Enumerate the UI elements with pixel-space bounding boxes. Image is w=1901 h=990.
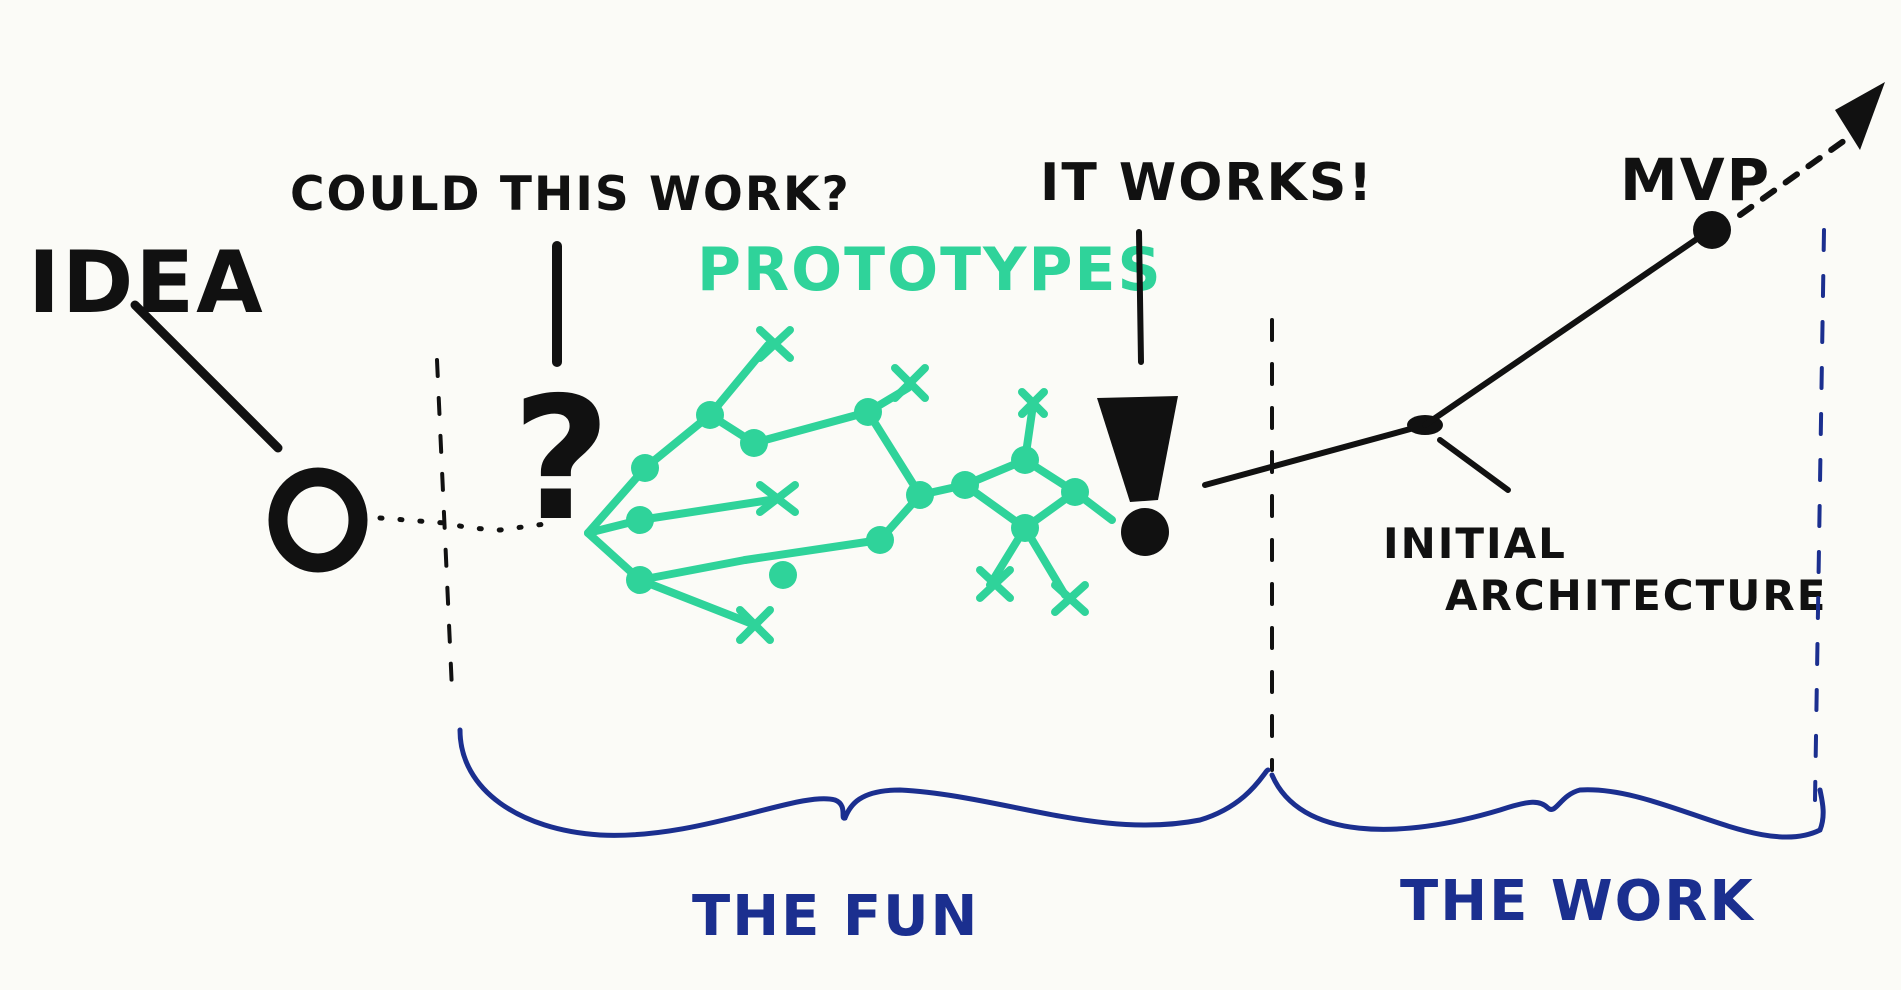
future-dotted-line — [1737, 125, 1865, 218]
dead-end-x-icon — [1018, 388, 1048, 418]
exclamation-mark-bar — [1097, 396, 1178, 502]
prototype-node — [626, 566, 654, 594]
brace-the-fun — [457, 727, 1271, 838]
mvp-label: MVP — [1620, 146, 1771, 214]
prototype-node — [951, 471, 979, 499]
line-to-architecture — [1202, 422, 1428, 488]
prototype-nodes — [626, 398, 1089, 594]
the-work-label: THE WORK — [1400, 869, 1755, 934]
dead-end-x-icon — [736, 606, 774, 644]
prototype-node — [769, 561, 797, 589]
prototype-node — [1011, 446, 1039, 474]
prototype-node — [626, 506, 654, 534]
architecture-pointer-line — [1437, 437, 1511, 493]
mvp-node — [1693, 211, 1731, 249]
brace-the-work — [1269, 772, 1826, 840]
prototype-node — [906, 481, 934, 509]
it-works-pointer-line — [1136, 229, 1144, 365]
could-this-work-label: COULD THIS WORK? — [290, 167, 851, 222]
prototype-node — [740, 429, 768, 457]
prototype-node — [854, 398, 882, 426]
dead-end-x-icon — [756, 326, 794, 362]
idea-pointer-line — [130, 300, 283, 453]
branch-upper-mid — [706, 384, 912, 447]
branch-upper — [584, 341, 772, 537]
prototype-dead-ends — [736, 326, 1089, 644]
branch-lower-end — [636, 576, 759, 629]
prototypes-network — [584, 341, 1116, 629]
separator-start-fun — [435, 358, 454, 692]
dead-end-x-icon — [891, 364, 929, 402]
dotted-path-idea-to-question — [377, 515, 548, 533]
initial-architecture-line2: ARCHITECTURE — [1445, 571, 1827, 620]
prototype-node — [1061, 478, 1089, 506]
it-works-label: IT WORKS! — [1040, 153, 1374, 213]
dead-end-x-icon — [1051, 581, 1089, 616]
separator-end-work — [1813, 228, 1826, 802]
prototypes-label: PROTOTYPES — [697, 235, 1163, 305]
idea-node-circle — [268, 467, 368, 573]
prototype-node — [1011, 514, 1039, 542]
the-fun-label: THE FUN — [692, 884, 979, 949]
line-to-mvp — [1422, 227, 1713, 428]
branch-diamond — [916, 456, 1079, 532]
dead-end-x-icon — [756, 481, 799, 516]
arrow-head-icon — [1835, 82, 1885, 150]
prototype-node — [631, 454, 659, 482]
prototype-node — [696, 401, 724, 429]
initial-architecture-line1: INITIAL — [1383, 519, 1567, 568]
exclamation-mark-dot — [1121, 508, 1169, 556]
branch-converge — [741, 408, 924, 564]
prototype-node — [866, 526, 894, 554]
dead-end-x-icon — [976, 566, 1014, 602]
